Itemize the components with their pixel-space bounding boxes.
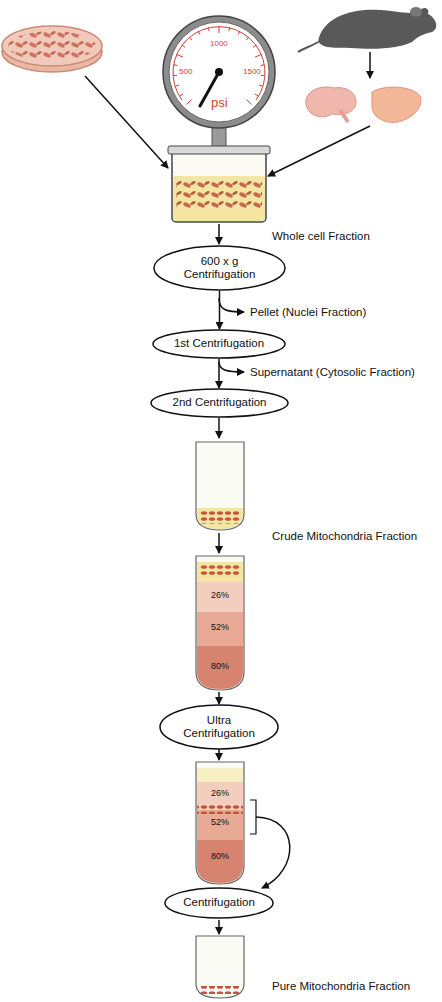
- process-ellipse: Ultra Centrifugation: [159, 704, 279, 750]
- flow-arrow: [268, 126, 370, 176]
- flow-arrow: [218, 692, 220, 704]
- tube-separated: [196, 762, 244, 884]
- gradient-percent: 80%: [211, 662, 229, 672]
- node-text: Centrifugation: [183, 896, 255, 909]
- fraction-label: Pure Mitochondria Fraction: [272, 980, 410, 993]
- flow-arrow: [85, 76, 168, 168]
- fraction-label: Crude Mitochondria Fraction: [272, 530, 417, 543]
- gauge-number: 1500: [243, 68, 261, 77]
- gauge-number: 500: [179, 68, 192, 77]
- organs: [306, 87, 421, 122]
- flow-arrow: [218, 418, 220, 438]
- gradient-percent: 80%: [211, 852, 229, 862]
- petri-dish: [2, 26, 102, 72]
- process-ellipse: 1st Centrifugation: [152, 329, 286, 359]
- process-ellipse: 2nd Centrifugation: [150, 388, 289, 418]
- fraction-label: Whole cell Fraction: [272, 230, 370, 243]
- node-text: 1st Centrifugation: [174, 337, 264, 350]
- fraction-label: Pellet (Nuclei Fraction): [250, 306, 366, 319]
- tube-gradient: [196, 556, 244, 690]
- fraction-label: Supernatant (Cytosolic Fraction): [250, 366, 415, 379]
- flow-arrow: [369, 52, 371, 78]
- flow-arrow: [218, 748, 220, 760]
- flow-arrow: [218, 920, 220, 934]
- node-text: 600 x g Centrifugation: [175, 255, 265, 281]
- bracket-arrow: [256, 817, 290, 888]
- pressure-gauge: [163, 16, 275, 150]
- process-ellipse: 600 x g Centrifugation: [153, 245, 286, 291]
- beaker: [168, 146, 270, 222]
- flow-connector: [219, 291, 221, 329]
- gradient-percent: 52%: [211, 623, 229, 633]
- gradient-percent: 26%: [211, 591, 229, 601]
- branch-arrow: [219, 362, 244, 372]
- mouse-figure: [298, 7, 436, 52]
- gradient-percent: 52%: [211, 818, 229, 828]
- flow-arrow: [218, 224, 220, 244]
- tube-pure: [196, 936, 244, 998]
- process-ellipse: Centrifugation: [164, 887, 274, 919]
- gradient-percent: 26%: [211, 789, 229, 799]
- flow-connector: [218, 359, 220, 388]
- gauge-unit: psi: [211, 96, 228, 110]
- flow-arrow: [218, 533, 220, 553]
- gauge-number: 1000: [210, 40, 228, 49]
- branch-arrow: [219, 298, 244, 312]
- node-text: Ultra Centrifugation: [179, 714, 259, 740]
- node-text: 2nd Centrifugation: [173, 396, 267, 409]
- tube-crude: [196, 442, 244, 530]
- bracket: [250, 800, 256, 834]
